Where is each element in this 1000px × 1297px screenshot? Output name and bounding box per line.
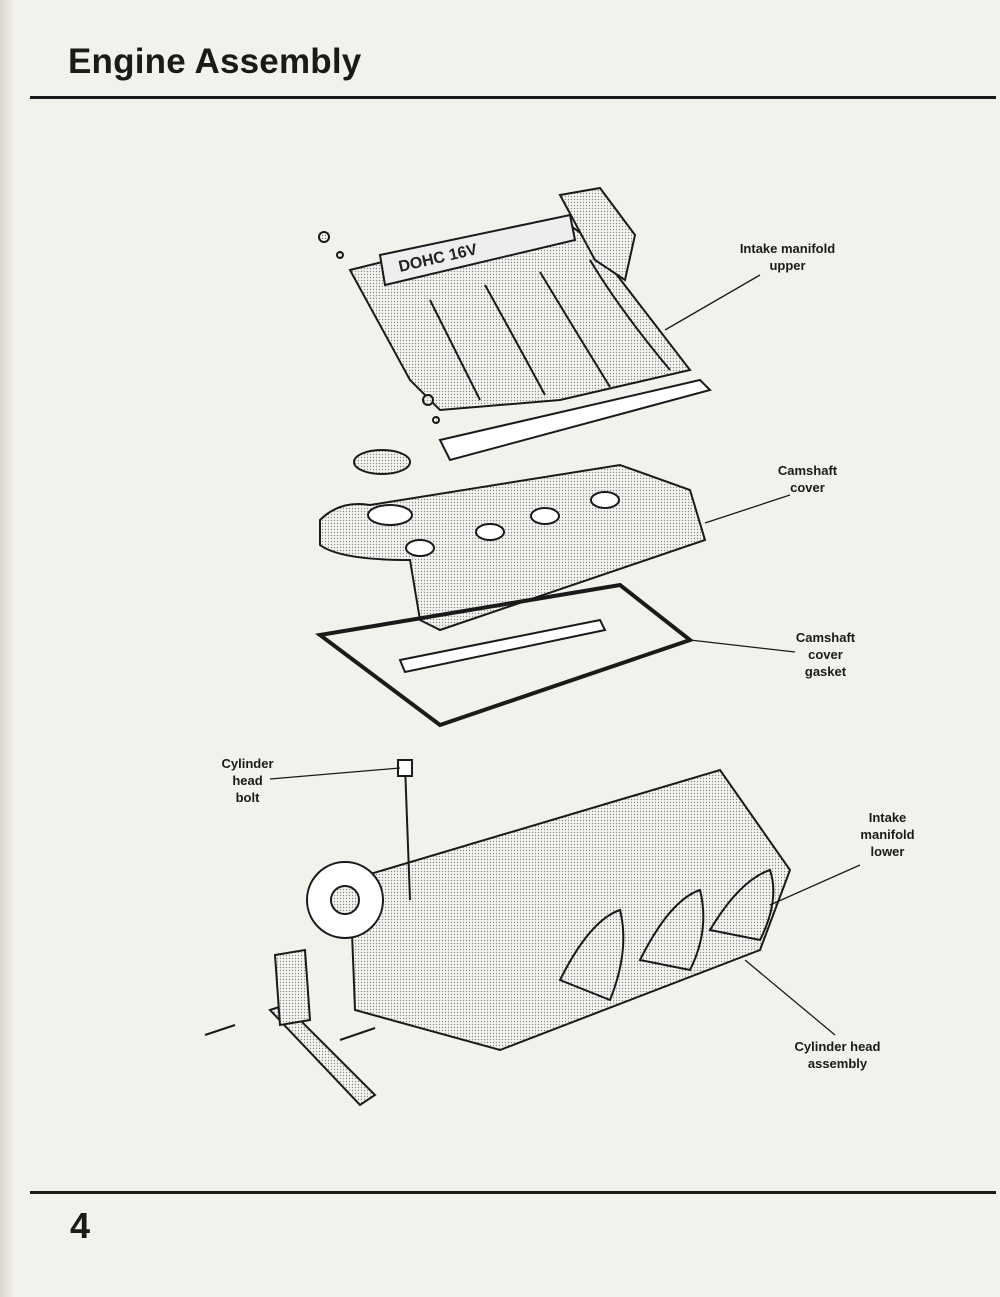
leader-camshaft-cover-gasket [689, 639, 796, 653]
cylinder-head-drawing [204, 759, 792, 1107]
label-camshaft-cover: Camshaft cover [777, 463, 838, 495]
camshaft-cover-gasket-drawing [315, 582, 695, 728]
header-rule [30, 96, 996, 99]
leader-intake-manifold-lower [769, 864, 861, 906]
leader-camshaft-cover [704, 494, 791, 524]
footer-rule [30, 1191, 996, 1194]
label-cylinder-head-bolt: Cylinder head bolt [221, 756, 274, 805]
label-intake-manifold-lower: Intake manifold lower [860, 810, 915, 859]
page-edge [0, 0, 14, 1297]
label-intake-manifold-upper: Intake manifold upper [739, 241, 836, 273]
leader-cylinder-head-bolt [269, 767, 401, 780]
page-title: Engine Assembly [68, 42, 362, 81]
intake-manifold-upper-drawing: DOHC 16V [318, 186, 712, 462]
label-camshaft-cover-gasket: Camshaft cover gasket [795, 630, 856, 679]
leader-cylinder-head-assembly [744, 959, 836, 1036]
oil-cap [353, 449, 411, 475]
label-cylinder-head-assembly: Cylinder head assembly [794, 1039, 881, 1071]
leader-intake-manifold-upper [664, 274, 761, 331]
camshaft-cover-drawing [319, 463, 707, 632]
page-number: 4 [70, 1205, 91, 1246]
